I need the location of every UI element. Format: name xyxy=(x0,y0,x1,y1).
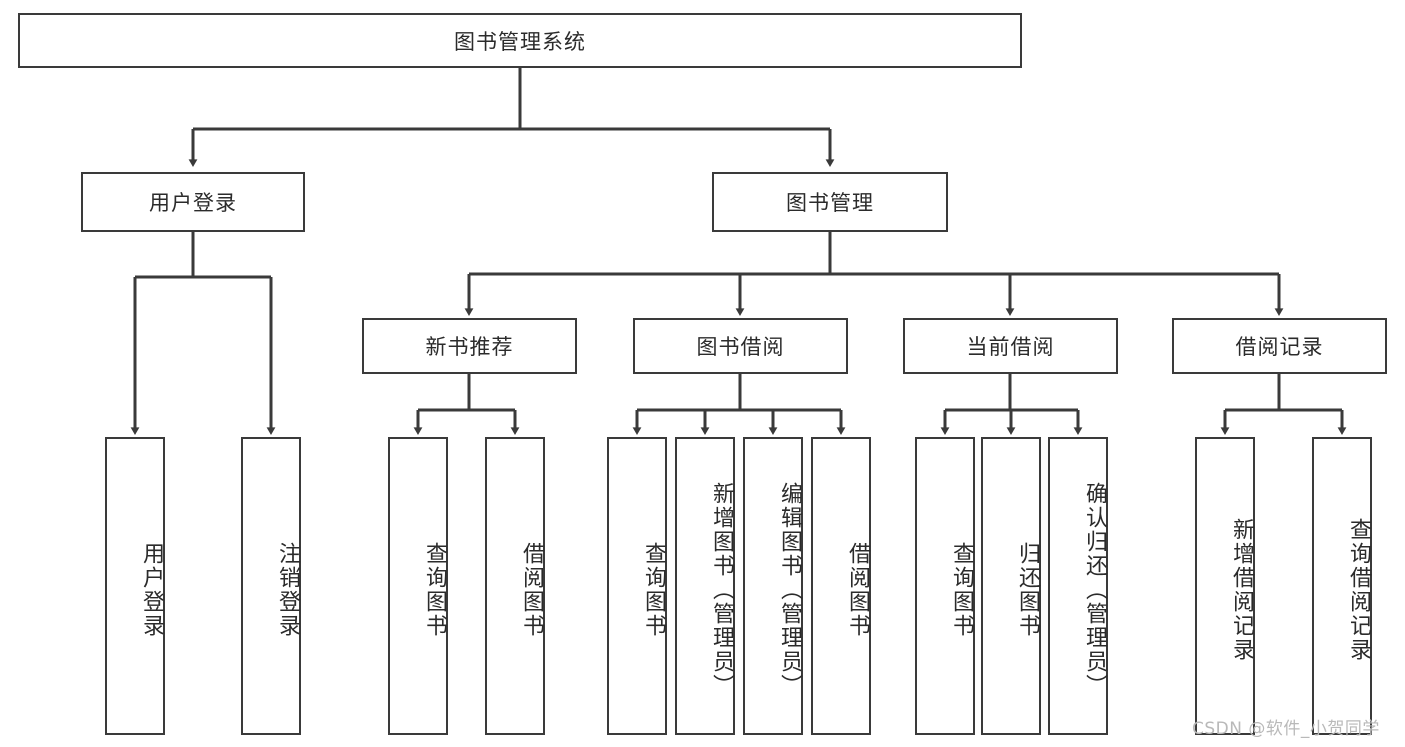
node-borrow-record-label: 借阅记录 xyxy=(1235,335,1324,359)
node-book-manage-label: 图书管理 xyxy=(786,191,874,215)
leaf-borrow-book-1[interactable]: 借阅图书 xyxy=(485,437,545,735)
node-current-borrow-label: 当前借阅 xyxy=(966,335,1055,359)
node-user-login-label: 用户登录 xyxy=(149,191,237,215)
leaf-add-record[interactable]: 新增借阅记录 xyxy=(1195,437,1255,735)
leaf-return-book-label: 归还图书 xyxy=(1015,542,1040,638)
leaf-user-login-label: 用户登录 xyxy=(139,542,164,638)
node-user-login[interactable]: 用户登录 xyxy=(81,172,305,232)
node-book-borrow[interactable]: 图书借阅 xyxy=(633,318,848,374)
leaf-edit-book[interactable]: 编辑图书（管理员） xyxy=(743,437,803,735)
node-book-borrow-label: 图书借阅 xyxy=(696,335,785,359)
leaf-user-login[interactable]: 用户登录 xyxy=(105,437,165,735)
leaf-return-book[interactable]: 归还图书 xyxy=(981,437,1041,735)
leaf-logout[interactable]: 注销登录 xyxy=(241,437,301,735)
leaf-confirm-return-label: 确认归还（管理员） xyxy=(1082,482,1107,698)
leaf-add-book[interactable]: 新增图书（管理员） xyxy=(675,437,735,735)
leaf-query-record-label: 查询借阅记录 xyxy=(1346,518,1371,662)
leaf-query-book-1-label: 查询图书 xyxy=(422,542,447,638)
leaf-borrow-book-1-label: 借阅图书 xyxy=(519,542,544,638)
leaf-query-record[interactable]: 查询借阅记录 xyxy=(1312,437,1372,735)
node-root[interactable]: 图书管理系统 xyxy=(18,13,1022,68)
node-book-manage[interactable]: 图书管理 xyxy=(712,172,948,232)
leaf-borrow-book-2[interactable]: 借阅图书 xyxy=(811,437,871,735)
leaf-add-book-label: 新增图书（管理员） xyxy=(709,482,734,698)
leaf-confirm-return[interactable]: 确认归还（管理员） xyxy=(1048,437,1108,735)
node-new-book-recommend[interactable]: 新书推荐 xyxy=(362,318,577,374)
leaf-query-book-3-label: 查询图书 xyxy=(949,542,974,638)
leaf-query-book-2[interactable]: 查询图书 xyxy=(607,437,667,735)
leaf-edit-book-label: 编辑图书（管理员） xyxy=(777,482,802,698)
node-borrow-record[interactable]: 借阅记录 xyxy=(1172,318,1387,374)
leaf-add-record-label: 新增借阅记录 xyxy=(1229,518,1254,662)
leaf-query-book-2-label: 查询图书 xyxy=(641,542,666,638)
leaf-query-book-1[interactable]: 查询图书 xyxy=(388,437,448,735)
node-root-label: 图书管理系统 xyxy=(454,29,586,54)
node-new-book-recommend-label: 新书推荐 xyxy=(425,335,514,359)
leaf-logout-label: 注销登录 xyxy=(275,542,300,638)
node-current-borrow[interactable]: 当前借阅 xyxy=(903,318,1118,374)
leaf-query-book-3[interactable]: 查询图书 xyxy=(915,437,975,735)
leaf-borrow-book-2-label: 借阅图书 xyxy=(845,542,870,638)
